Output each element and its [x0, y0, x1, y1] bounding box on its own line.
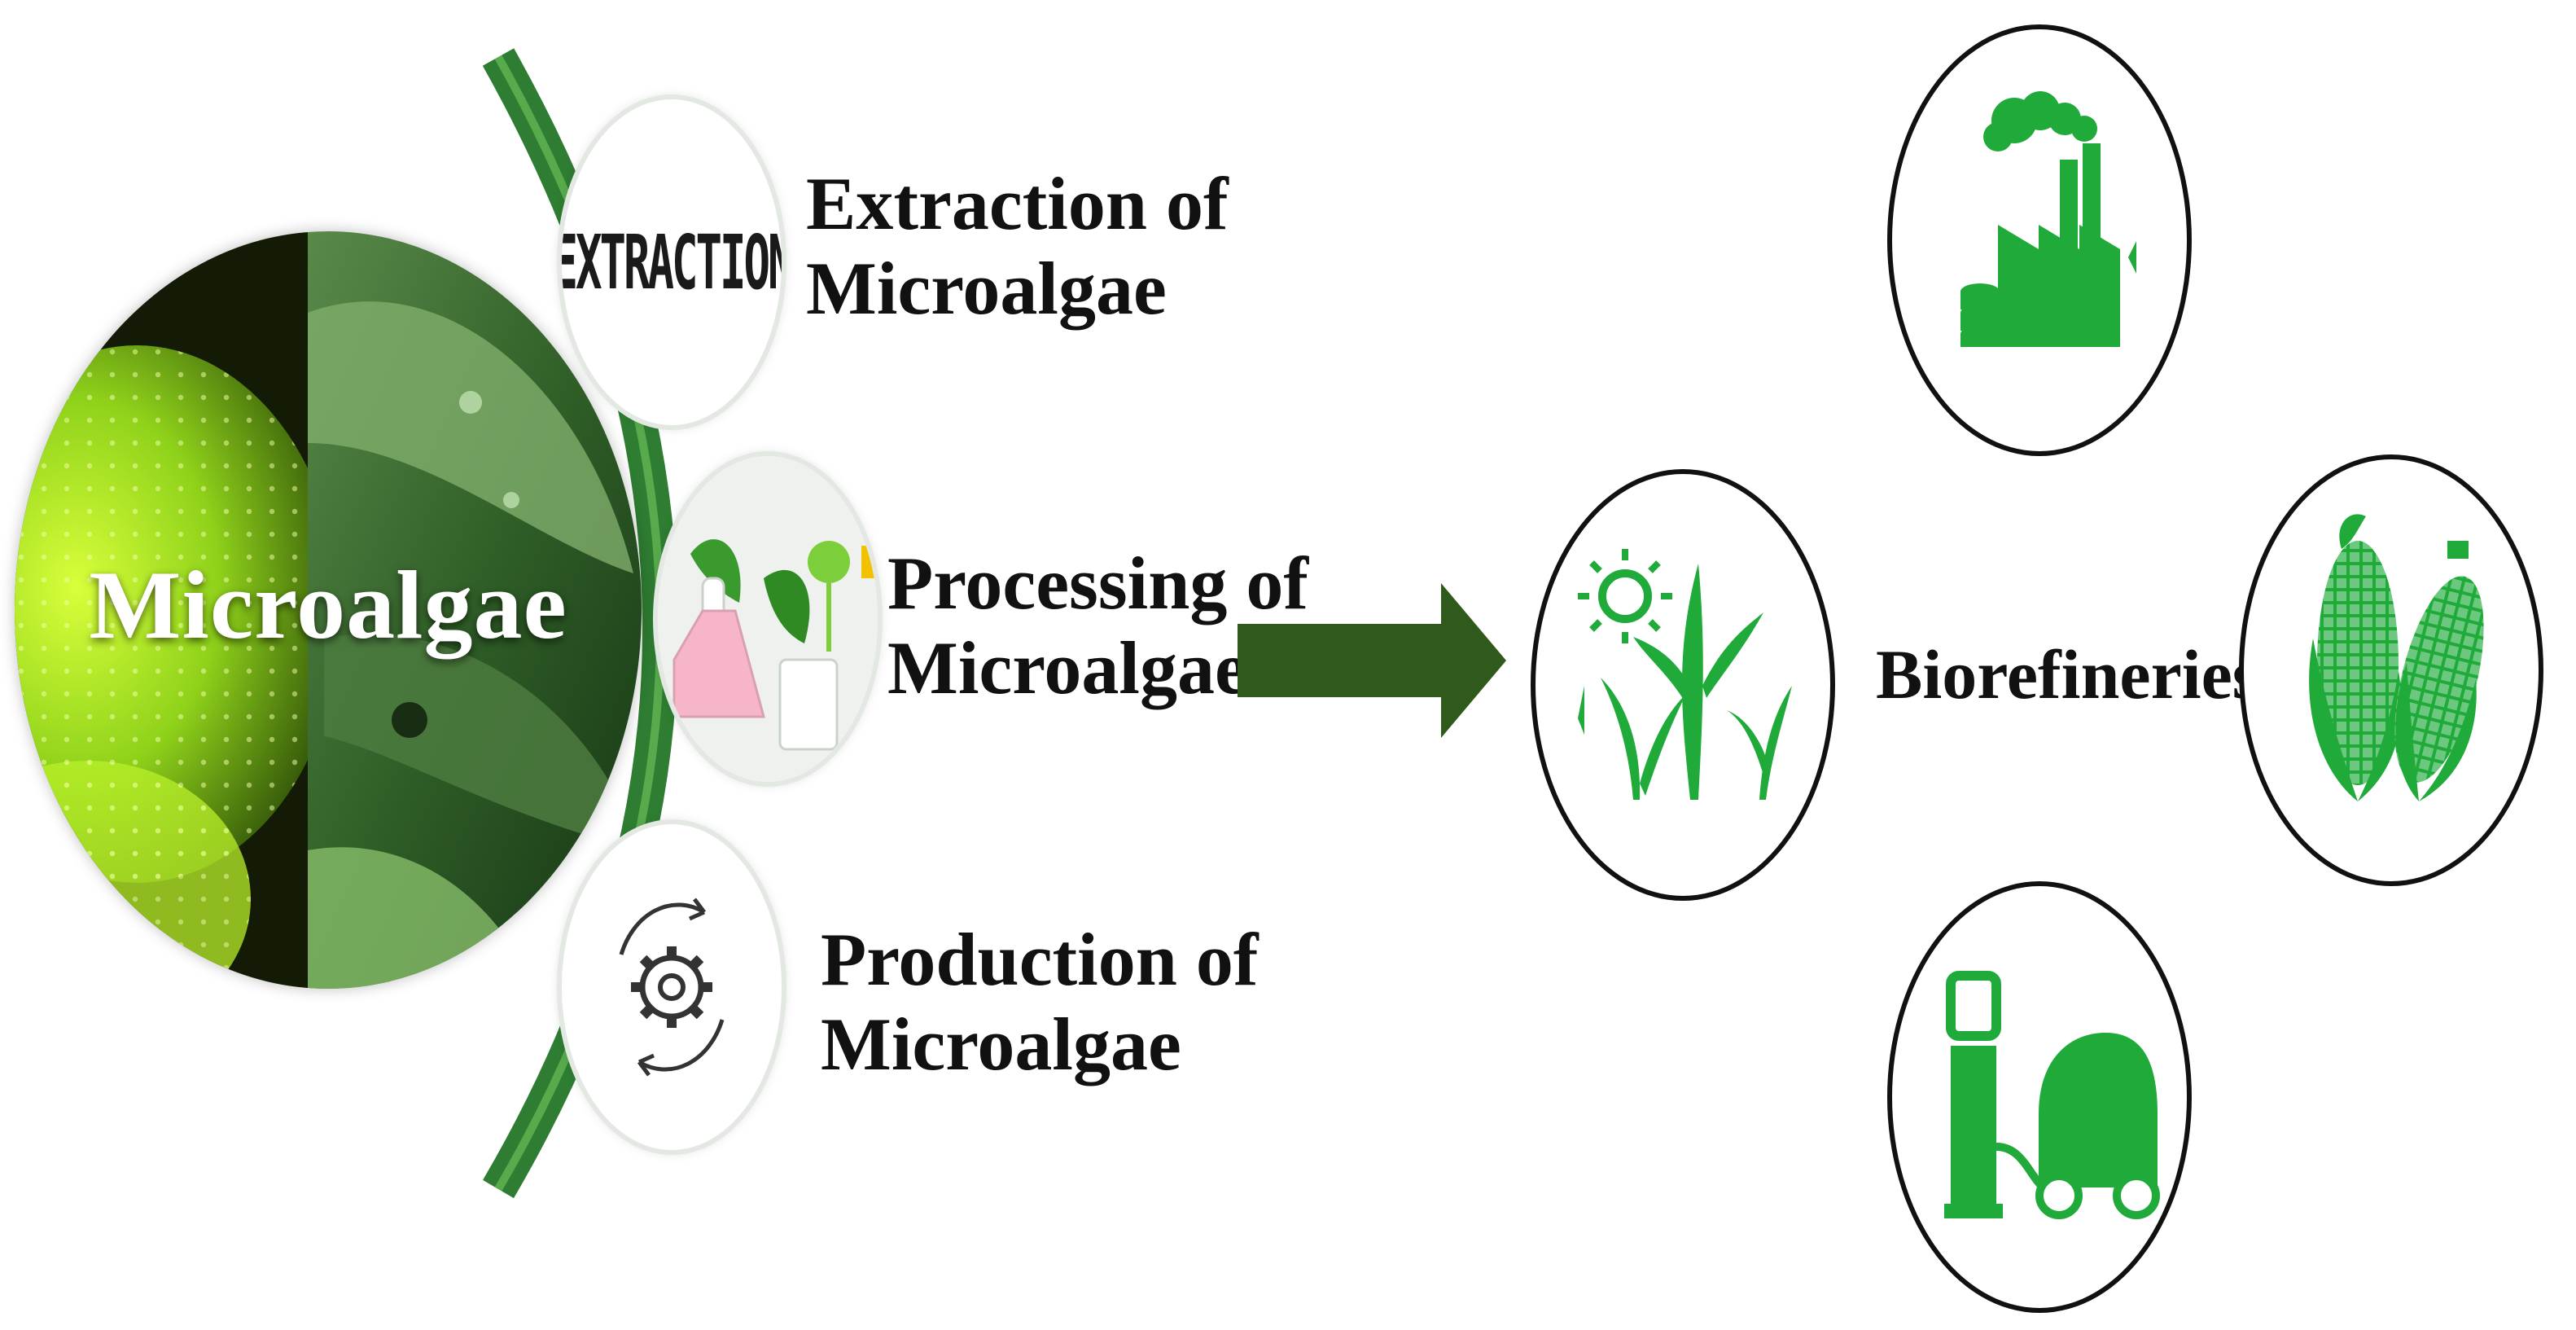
- ev-charging-circle: [1887, 881, 2192, 1313]
- corn-icon: [2309, 514, 2484, 801]
- sun-plants-icon: [1578, 549, 1792, 800]
- production-label: Production of Microalgae: [821, 917, 1259, 1086]
- processing-label: Processing of Microalgae: [887, 541, 1308, 710]
- production-label-line1: Production of: [821, 918, 1259, 1001]
- production-circle: [562, 824, 782, 1150]
- extraction-label-line2: Microalgae: [806, 247, 1167, 330]
- extraction-label: Extraction of Microalgae: [806, 161, 1229, 331]
- extraction-circle: EXTRACTION: [562, 99, 782, 425]
- corn-circle: [2239, 454, 2543, 886]
- biorefineries-label: Biorefineries: [1876, 635, 2260, 713]
- processing-circle: [658, 456, 878, 782]
- factory-icon: [1960, 91, 2136, 347]
- lab-flask-icon: [658, 456, 878, 782]
- factory-circle: [1887, 24, 2192, 456]
- processing-label-line2: Microalgae: [887, 626, 1248, 709]
- flow-arrow-icon: [1238, 583, 1506, 738]
- microalgae-hero-image: Microalgae: [15, 231, 642, 989]
- hero-title: Microalgae: [89, 551, 567, 659]
- processing-label-line1: Processing of: [887, 542, 1309, 625]
- sun-plants-circle: [1531, 469, 1835, 901]
- ev-charging-icon: [1944, 971, 2160, 1219]
- gear-cycle-icon: [619, 898, 725, 1077]
- extraction-text-icon: EXTRACTION: [562, 218, 782, 306]
- extraction-label-line1: Extraction of: [806, 162, 1229, 245]
- production-label-line2: Microalgae: [821, 1003, 1181, 1086]
